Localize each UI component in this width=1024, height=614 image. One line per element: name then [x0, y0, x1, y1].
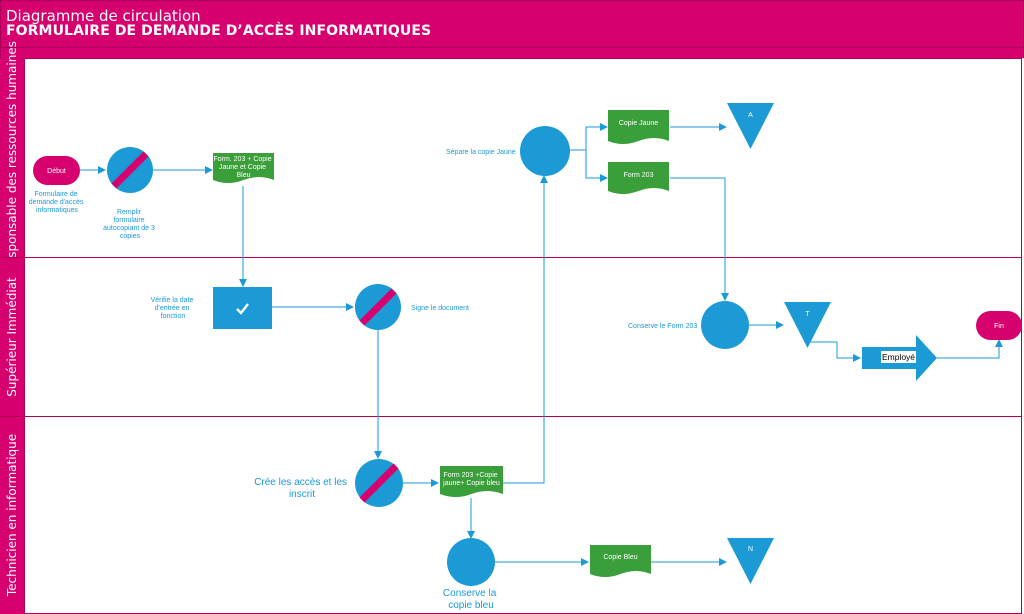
file-a-storage[interactable]: A: [727, 103, 774, 149]
file-t-storage[interactable]: T: [784, 302, 831, 348]
sign-process[interactable]: [355, 284, 401, 330]
doc-form203[interactable]: Form 203: [608, 162, 669, 194]
edge-doc-separate: [503, 175, 548, 484]
employee-label: Employé: [882, 352, 915, 362]
sign-caption: Signe le document: [411, 305, 469, 312]
doc-tech-forms[interactable]: Form 203 +Copie jaune+ Copie bleu: [440, 466, 503, 497]
lane-header-superieur: Supérieur Immédiat: [0, 258, 25, 416]
diagram-header: Diagramme de circulation FORMULAIRE DE D…: [0, 0, 1024, 48]
separate-process[interactable]: [520, 126, 570, 176]
doc-yellow-copy[interactable]: Copie Jaune: [608, 110, 669, 144]
fill-form-caption: Remplir formulaire autocopiant de 3 copi…: [103, 209, 157, 240]
edge-form-keep: [670, 177, 729, 301]
diagram-title: FORMULAIRE DE DEMANDE D’ACCÈS INFORMATIQ…: [6, 23, 432, 39]
end-label: Fin: [994, 323, 1004, 330]
file-n-label: N: [748, 546, 753, 553]
start-terminator[interactable]: Début: [33, 156, 80, 185]
edge-separate-yellow: [570, 123, 608, 151]
doc-blue-copy[interactable]: Copie Bleu: [590, 545, 651, 577]
manual-bar-icon: [359, 463, 399, 503]
verify-process[interactable]: [213, 287, 272, 329]
manual-bar-icon: [111, 151, 149, 189]
file-n-storage[interactable]: N: [727, 538, 774, 584]
lane-header-technicien: Technicien en informatique: [0, 417, 25, 614]
edge-t-employee: [808, 341, 861, 362]
file-t-label: T: [805, 311, 810, 318]
edge-employee-end: [937, 339, 1003, 359]
doc-form-copies-label: Form. 203 + Copie Jaune et Copie Bleu: [213, 156, 273, 179]
end-terminator[interactable]: Fin: [976, 311, 1022, 340]
start-note: Formulaire de demande d'accès informatiq…: [29, 191, 86, 214]
doc-form203-label: Form 203: [624, 172, 654, 179]
create-access-process[interactable]: [355, 459, 403, 507]
edge-separate-form: [570, 149, 608, 182]
swimlane-grid: [0, 58, 1022, 614]
doc-blue-label: Copie Bleu: [603, 554, 637, 561]
checkmark-icon: [236, 303, 249, 315]
keep-blue-caption: Conserve la copie bleu: [443, 588, 499, 611]
doc-tech-label: Form 203 +Copie jaune+ Copie bleu: [442, 472, 500, 487]
connectors: [80, 123, 1003, 566]
fill-form-process[interactable]: [107, 147, 153, 193]
keep-form-caption: Conserve le Form 203: [628, 323, 697, 330]
create-access-caption: Crée les accès et les inscrit: [254, 477, 350, 500]
keep-form-process[interactable]: [701, 301, 749, 349]
manual-bar-icon: [359, 288, 397, 326]
doc-yellow-label: Copie Jaune: [619, 120, 658, 127]
employee-label-bg: [881, 351, 916, 363]
separate-caption: Sépare la copie Jaune: [446, 149, 516, 156]
diagram-subtitle: Diagramme de circulation: [6, 7, 201, 25]
employee-arrow[interactable]: Employé: [862, 335, 937, 381]
doc-form-copies[interactable]: Form. 203 + Copie Jaune et Copie Bleu: [213, 153, 274, 183]
keep-blue-process[interactable]: [447, 538, 495, 586]
file-a-label: A: [748, 112, 753, 119]
verify-caption: Vérifie la date d'entrée en fonction: [151, 297, 196, 320]
start-label: Début: [47, 168, 66, 175]
